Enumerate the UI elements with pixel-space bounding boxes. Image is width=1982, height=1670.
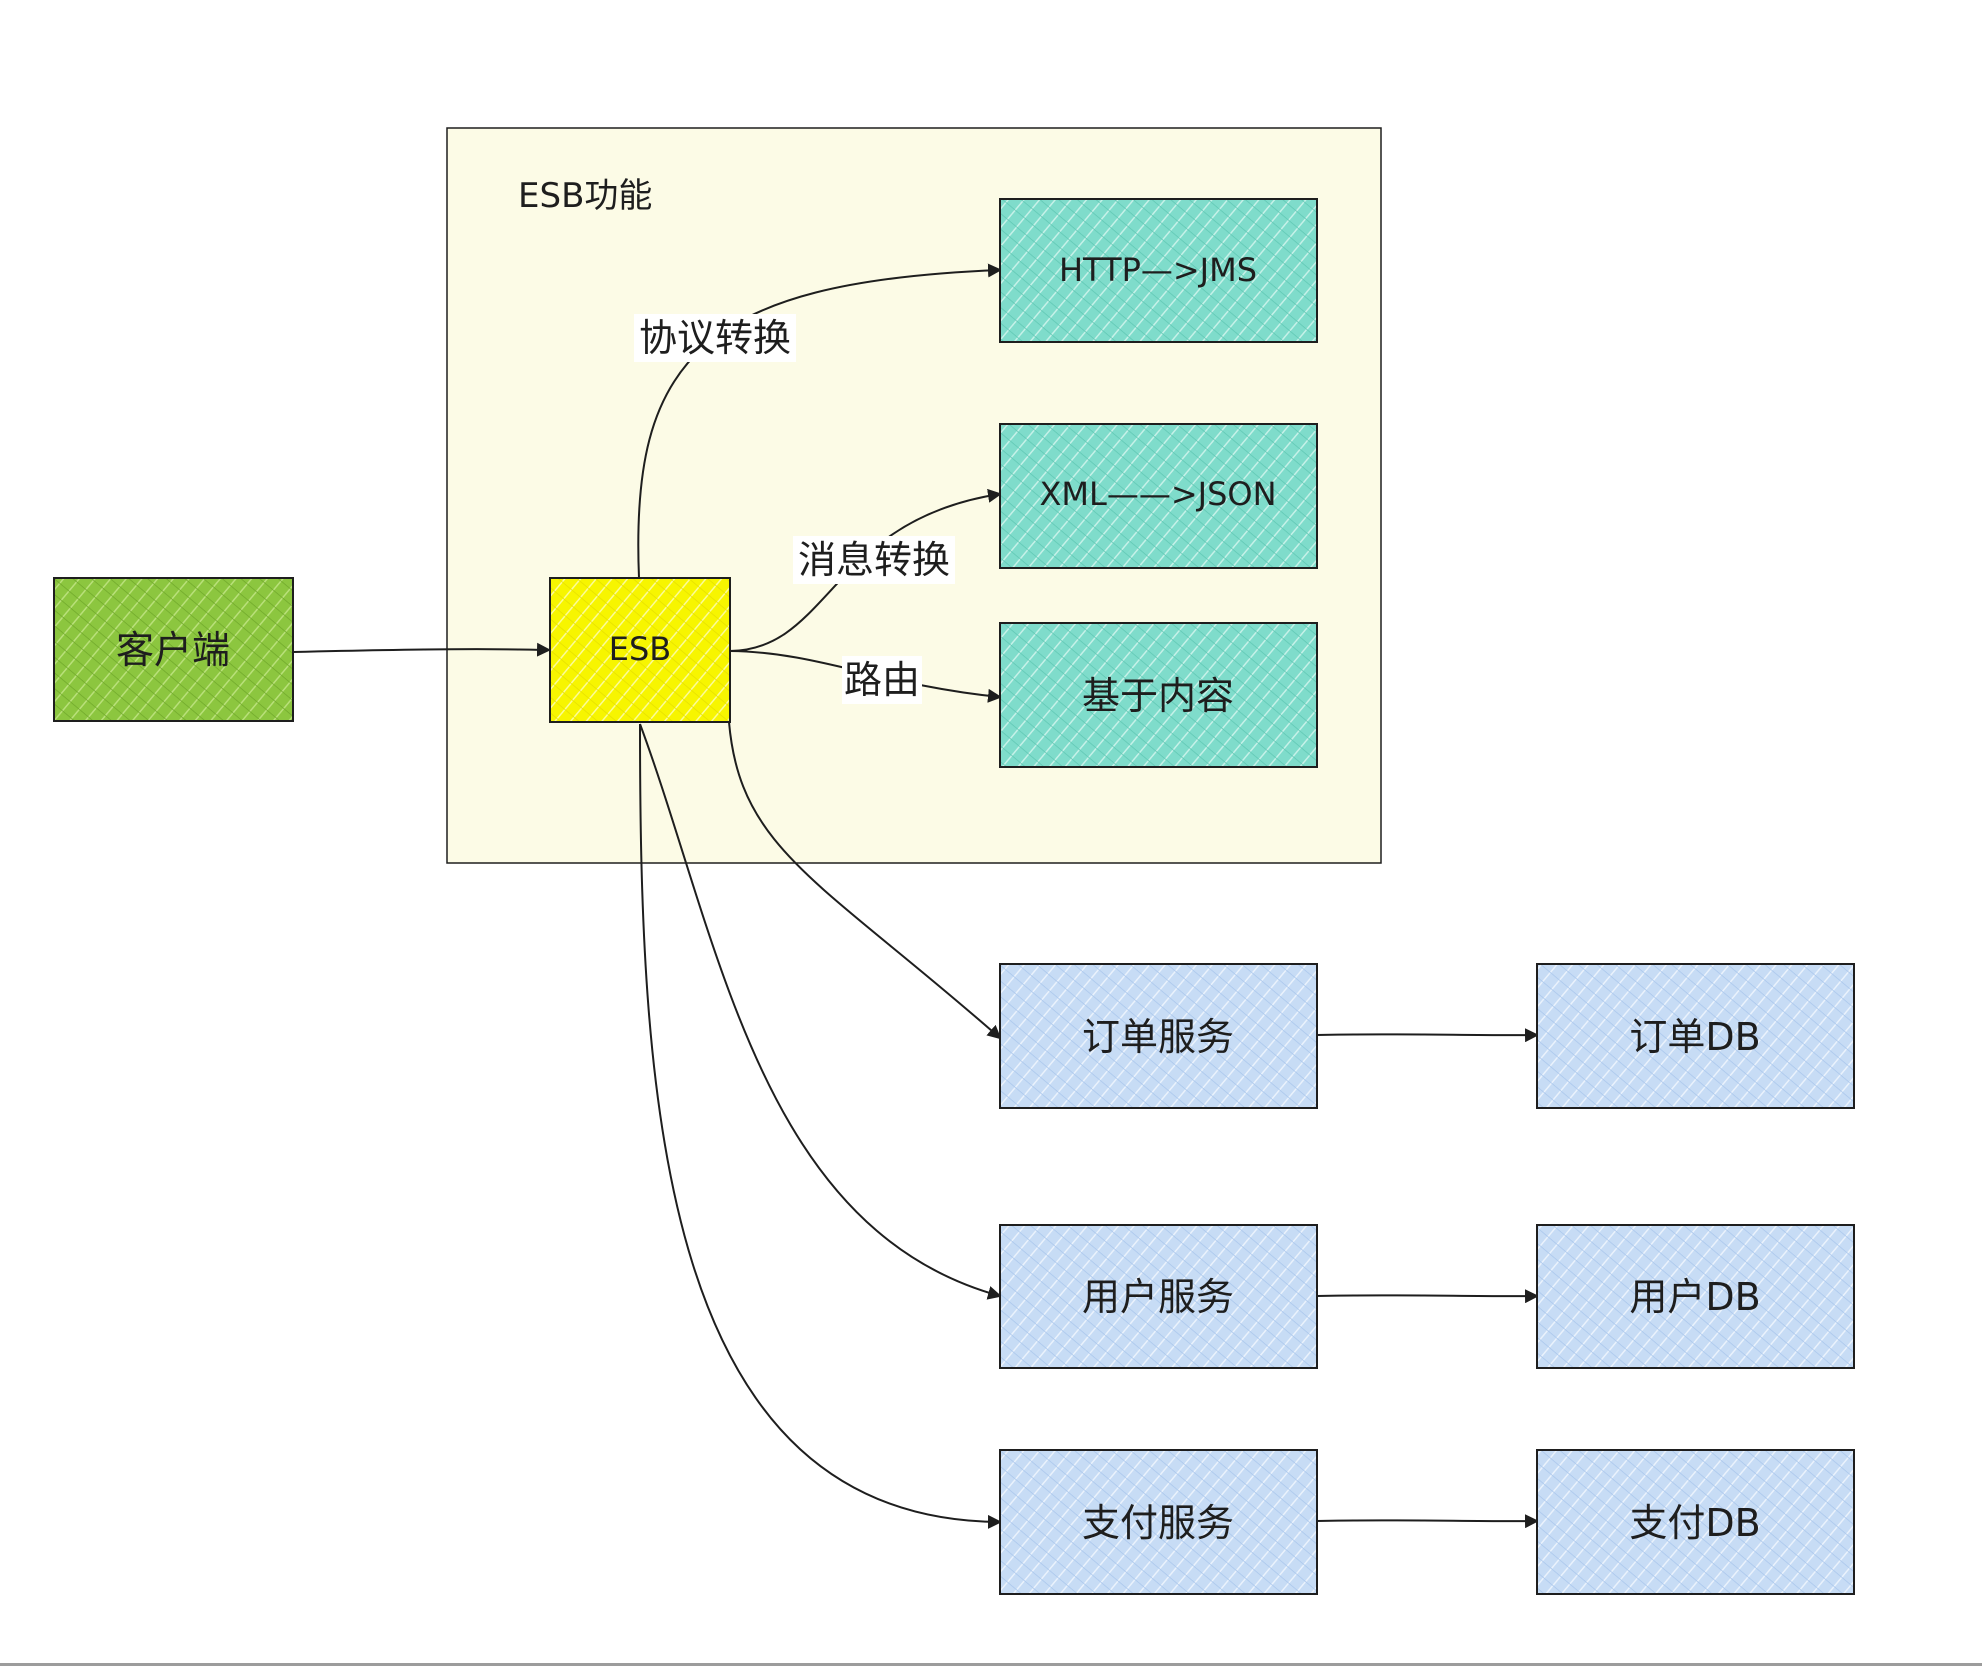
bottom-divider	[0, 1663, 1982, 1666]
node-esb-label: ESB	[609, 630, 671, 668]
node-pay-service[interactable]: 支付服务	[999, 1449, 1318, 1595]
edge-esb-to-order-service	[728, 721, 1002, 1040]
node-pay-db-label: 支付DB	[1629, 1501, 1760, 1545]
edge-pay-service-to-pay-db	[1316, 1514, 1539, 1529]
node-user-db[interactable]: 用户DB	[1536, 1224, 1855, 1369]
node-esb[interactable]: ESB	[549, 577, 731, 723]
node-order-db[interactable]: 订单DB	[1536, 963, 1855, 1109]
node-user-db-label: 用户DB	[1629, 1275, 1760, 1319]
edge-order-service-to-order-db	[1316, 1028, 1539, 1043]
node-user-service-label: 用户服务	[1082, 1275, 1234, 1319]
edge-label-protocol: 协议转换	[639, 316, 791, 360]
node-pay-service-label: 支付服务	[1082, 1501, 1234, 1545]
node-content-based-label: 基于内容	[1082, 674, 1234, 718]
node-order-db-box	[1536, 963, 1855, 1109]
node-client-box	[53, 577, 294, 722]
edge-label-message: 消息转换	[798, 538, 950, 582]
node-user-service[interactable]: 用户服务	[999, 1224, 1318, 1369]
node-http-jms-box	[999, 198, 1318, 343]
edge-labels: 协议转换 消息转换 路由	[634, 314, 955, 704]
node-client-label: 客户端	[116, 628, 230, 672]
node-pay-db[interactable]: 支付DB	[1536, 1449, 1855, 1595]
node-http-jms-label: HTTP—>JMS	[1059, 251, 1257, 289]
node-content-based-box	[999, 622, 1318, 768]
node-xml-json[interactable]: XML——>JSON	[999, 423, 1318, 569]
edge-user-service-to-user-db	[1316, 1289, 1539, 1304]
node-order-db-label: 订单DB	[1629, 1015, 1760, 1059]
node-http-jms[interactable]: HTTP—>JMS	[999, 198, 1318, 343]
node-xml-json-label: XML——>JSON	[1039, 475, 1276, 513]
node-client[interactable]: 客户端	[53, 577, 294, 722]
node-pay-db-box	[1536, 1449, 1855, 1595]
edge-label-routing: 路由	[844, 658, 920, 702]
group-label: ESB功能	[518, 176, 652, 216]
edges	[292, 263, 1539, 1529]
node-order-service-box	[999, 963, 1318, 1109]
node-content-based[interactable]: 基于内容	[999, 622, 1318, 768]
node-user-service-box	[999, 1224, 1318, 1369]
node-order-service[interactable]: 订单服务	[999, 963, 1318, 1109]
node-xml-json-box	[999, 423, 1318, 569]
node-order-service-label: 订单服务	[1082, 1015, 1234, 1059]
edge-esb-to-user-service	[639, 723, 1002, 1300]
node-esb-box	[549, 577, 731, 723]
edge-esb-to-pay-service	[639, 723, 1002, 1529]
edge-client-to-esb	[292, 642, 551, 657]
node-pay-service-box	[999, 1449, 1318, 1595]
node-user-db-box	[1536, 1224, 1855, 1369]
